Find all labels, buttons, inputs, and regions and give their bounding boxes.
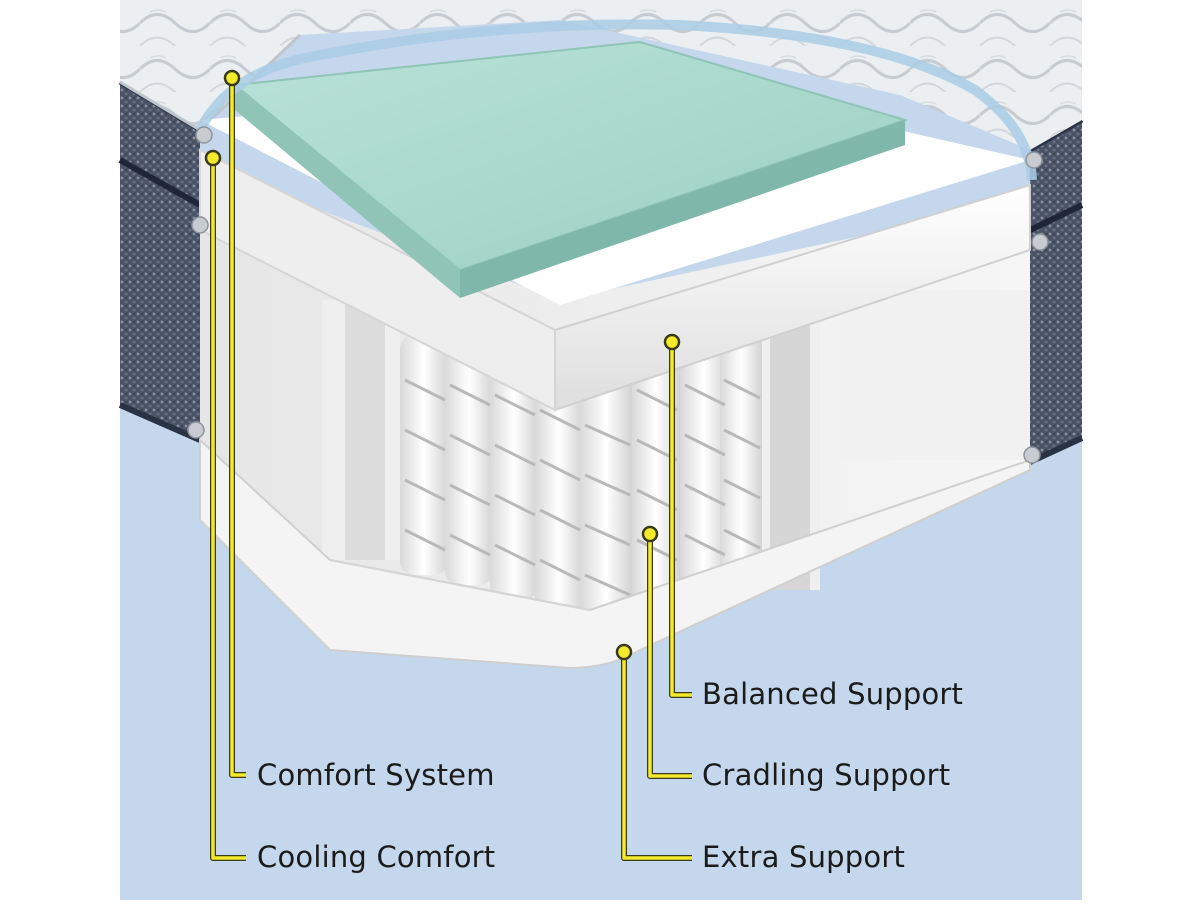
mattress-side-border-right	[1028, 117, 1084, 465]
pocketed-coils	[400, 330, 762, 635]
callout-lines	[210, 78, 692, 861]
label-cradling-support: Cradling Support	[702, 758, 951, 792]
label-comfort-system: Comfort System	[257, 758, 495, 792]
callout-dot-cooling-comfort	[204, 149, 222, 167]
label-balanced-support: Balanced Support	[702, 677, 964, 711]
callout-dot-cradling-support	[641, 525, 659, 543]
label-cooling-comfort: Cooling Comfort	[257, 840, 496, 874]
callout-dot-comfort-system	[223, 69, 241, 87]
border-cords	[187, 126, 1049, 464]
mattress-side-border-left	[118, 79, 202, 443]
callout-dot-extra-support	[615, 643, 633, 661]
cover-edge	[195, 19, 1037, 181]
label-extra-support: Extra Support	[702, 840, 906, 874]
cooling-gel-layer	[232, 40, 909, 298]
callout-dot-balanced-support	[663, 333, 681, 351]
callout-dots	[204, 69, 681, 661]
